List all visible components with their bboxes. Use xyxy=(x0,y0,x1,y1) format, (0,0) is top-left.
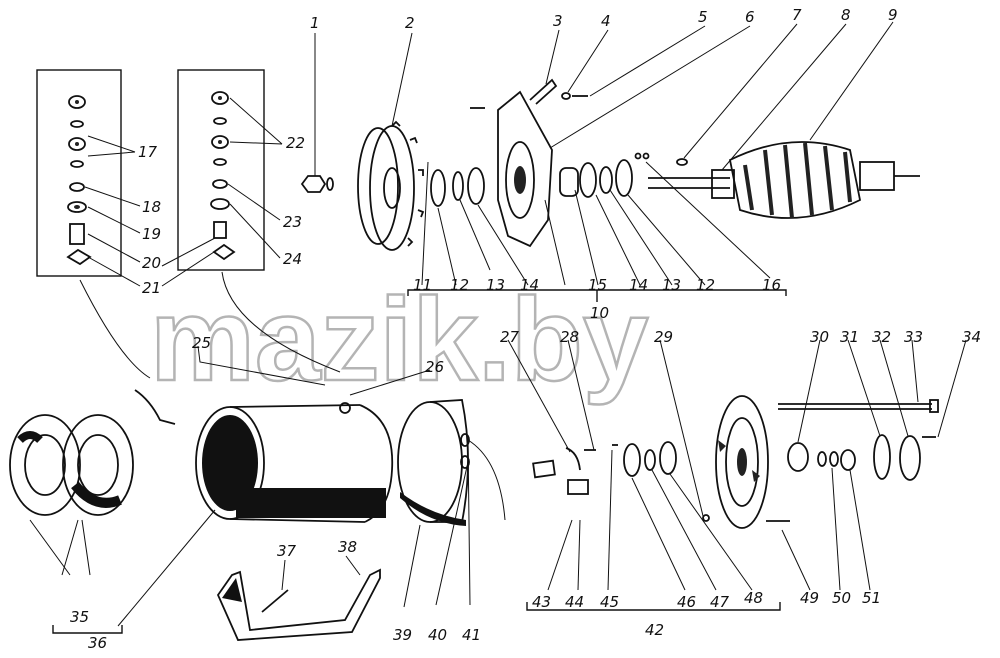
through-bolt-and-nuts xyxy=(766,399,939,522)
callout-42: 42 xyxy=(645,621,664,639)
callout-12b: 12 xyxy=(696,276,715,294)
callout-10: 10 xyxy=(590,304,609,322)
callout-43: 43 xyxy=(532,593,551,611)
leader-lines xyxy=(29,21,967,627)
callout-5: 5 xyxy=(698,8,708,26)
group-bracket-42 xyxy=(526,602,781,611)
callout-39: 39 xyxy=(393,626,412,644)
end-cover-part-42 xyxy=(702,395,769,529)
callout-15: 15 xyxy=(588,276,607,294)
callout-45: 45 xyxy=(600,593,619,611)
callout-13: 13 xyxy=(486,276,505,294)
callout-40: 40 xyxy=(428,626,447,644)
callout-28: 28 xyxy=(560,328,579,346)
callout-21: 21 xyxy=(142,279,161,297)
callout-34: 34 xyxy=(962,328,981,346)
callout-29: 29 xyxy=(654,328,673,346)
callout-4: 4 xyxy=(601,12,611,30)
callout-14b: 14 xyxy=(629,276,648,294)
washers-parts-46-48 xyxy=(612,441,677,477)
callout-2: 2 xyxy=(405,14,415,32)
brushes-parts-27-28 xyxy=(532,447,596,495)
callout-49: 49 xyxy=(800,589,819,607)
callout-11: 11 xyxy=(413,276,432,294)
field-coils-part-35 xyxy=(9,389,176,516)
armature-part-9 xyxy=(648,141,920,219)
callout-14: 14 xyxy=(520,276,539,294)
washers-set xyxy=(430,152,650,207)
callout-26: 26 xyxy=(425,358,444,376)
callout-44: 44 xyxy=(565,593,584,611)
callout-12: 12 xyxy=(450,276,469,294)
callout-23: 23 xyxy=(283,213,302,231)
fastener-panel-right xyxy=(177,69,265,271)
group-bracket-35 xyxy=(52,625,123,634)
callout-47: 47 xyxy=(710,593,730,611)
callout-18: 18 xyxy=(142,198,161,216)
callout-7: 7 xyxy=(792,6,802,24)
callout-3: 3 xyxy=(553,12,563,30)
callout-24: 24 xyxy=(283,250,302,268)
callout-22: 22 xyxy=(286,134,305,152)
callout-35: 35 xyxy=(70,608,89,626)
callout-25: 25 xyxy=(192,334,211,352)
callout-labels: 1 2 3 4 5 6 7 8 9 10 11 12 13 14 15 14 1… xyxy=(70,6,981,652)
callout-9: 9 xyxy=(888,6,898,24)
callout-31: 31 xyxy=(840,328,859,346)
callout-33: 33 xyxy=(904,328,923,346)
callout-48: 48 xyxy=(744,589,763,607)
callout-19: 19 xyxy=(142,225,161,243)
callout-27: 27 xyxy=(500,328,520,346)
callout-1: 1 xyxy=(310,14,320,32)
callout-50: 50 xyxy=(832,589,851,607)
callout-37: 37 xyxy=(277,542,297,560)
watermark: mazik.by xyxy=(150,274,648,406)
callout-20: 20 xyxy=(142,254,161,272)
callout-16: 16 xyxy=(762,276,781,294)
callout-30: 30 xyxy=(810,328,829,346)
callout-38: 38 xyxy=(338,538,357,556)
mounting-bracket-part-38 xyxy=(216,568,381,641)
callout-36: 36 xyxy=(88,634,107,652)
fastener-panel-left xyxy=(36,69,122,277)
nut-part-1 xyxy=(300,175,334,193)
callout-17: 17 xyxy=(138,143,158,161)
drive-fork-parts-3-6 xyxy=(470,78,588,248)
callout-6: 6 xyxy=(745,8,755,26)
callout-32: 32 xyxy=(872,328,891,346)
callout-8: 8 xyxy=(841,6,851,24)
drive-gear-part-2 xyxy=(357,120,425,251)
callout-51: 51 xyxy=(862,589,881,607)
callout-41: 41 xyxy=(462,626,481,644)
callout-46: 46 xyxy=(677,593,696,611)
callout-13b: 13 xyxy=(662,276,681,294)
field-housing-part-36 xyxy=(195,402,394,523)
